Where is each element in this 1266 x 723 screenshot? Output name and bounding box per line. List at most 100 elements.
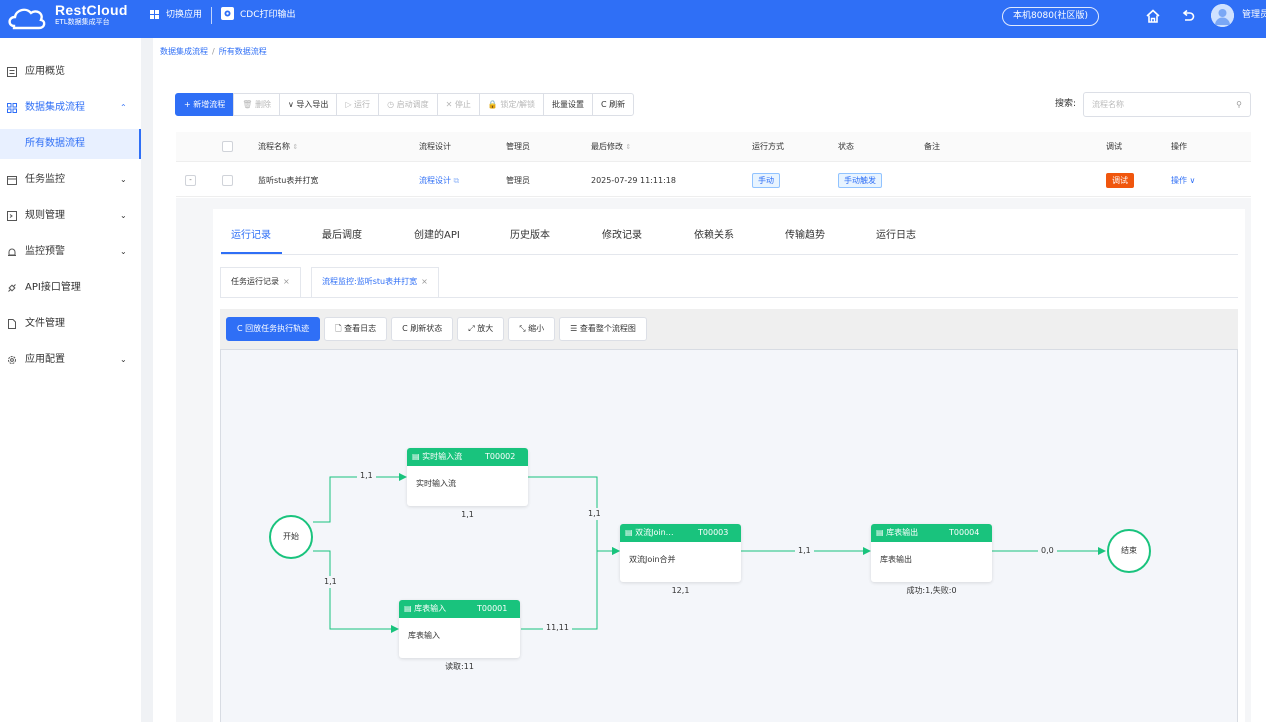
edge-label: 1,1 [321,576,340,588]
sidebar-item-files[interactable]: 文件管理 [0,309,141,339]
view-log-button[interactable]: 🗋 查看日志 [324,317,388,341]
sidebar-item-overview[interactable]: 应用概览 [0,57,141,87]
tab-run-records[interactable]: 运行记录 [231,230,271,241]
tab-last-schedule[interactable]: 最后调度 [322,230,362,241]
search-icon[interactable]: ⚲ [1236,100,1242,109]
chevron-down-icon: ⌄ [120,175,127,184]
breadcrumb-current: 所有数据流程 [218,47,267,56]
apps-grid-icon[interactable] [150,10,159,19]
tab-flow-monitor[interactable]: 流程监控:监听stu表并打宽× [311,267,439,297]
sidebar-item-label: 文件管理 [25,318,65,329]
app-icon [221,7,234,20]
breadcrumb: 数据集成流程/所有数据流程 [160,46,267,58]
sidebar-item-task-monitor[interactable]: 任务监控 ⌄ [0,165,141,195]
logo-subtitle: ETL数据集成平台 [55,18,110,26]
flow-admin: 管理员 [506,176,530,185]
tab-dependencies[interactable]: 依赖关系 [694,230,734,241]
refresh-status-button[interactable]: C 刷新状态 [391,317,454,341]
current-app-name[interactable]: CDC打印输出 [240,10,296,20]
chevron-up-icon: ⌃ [120,103,127,112]
column-remark: 备注 [924,142,940,151]
tab-transfer-trend[interactable]: 传输趋势 [785,230,825,241]
batch-settings-button[interactable]: 批量设置 [543,93,594,116]
chevron-down-icon: ⌄ [120,247,127,256]
select-all-checkbox[interactable] [222,141,233,152]
tab-change-log[interactable]: 修改记录 [602,230,642,241]
flow-design-link[interactable]: 流程设计 ⧉ [419,176,460,185]
tab-created-api[interactable]: 创建的API [414,230,460,241]
close-icon[interactable]: × [283,277,290,286]
column-ops: 操作 [1171,142,1187,151]
refresh-button[interactable]: C 刷新 [592,93,635,116]
lock-unlock-button[interactable]: 🔒 锁定/解锁 [478,93,545,116]
tab-history-versions[interactable]: 历史版本 [510,230,550,241]
run-button[interactable]: ▷ 运行 [336,93,380,116]
column-name[interactable]: 流程名称 ⇕ [258,142,299,151]
node-stats: 读取:11 [445,662,474,671]
view-whole-flow-button[interactable]: ☰ 查看整个流程图 [559,317,647,341]
user-menu[interactable]: 管理员 ▾ [1242,10,1266,20]
sidebar-item-label: 应用配置 [25,354,65,365]
overview-icon [7,67,17,77]
tab-run-log[interactable]: 运行日志 [876,230,916,241]
sidebar-item-api[interactable]: API接口管理 [0,273,141,303]
bell-icon [8,248,16,256]
logo-name: RestCloud [55,2,128,18]
tab-task-run-records[interactable]: 任务运行记录× [220,267,301,297]
sidebar-item-all-flows[interactable]: 所有数据流程 [0,129,141,159]
column-debug: 调试 [1106,142,1122,151]
switch-app-button[interactable]: 切换应用 [166,10,203,20]
collapse-row-button[interactable]: - [185,175,196,186]
start-schedule-button[interactable]: ◷ 启动调度 [378,93,438,116]
node-body: 库表输入 [408,631,440,640]
column-design: 流程设计 [419,142,451,151]
zoom-in-button[interactable]: ⤢ 放大 [457,317,505,341]
tab-divider [221,254,1238,255]
home-icon[interactable] [1145,8,1161,24]
sidebar-item-label: 应用概览 [25,66,65,77]
node-body: 实时输入流 [416,479,456,488]
edge-label: 0,0 [1038,545,1057,557]
sidebar-item-rules[interactable]: 规则管理 ⌄ [0,201,141,231]
ops-dropdown[interactable]: 操作 ∨ [1171,176,1196,185]
column-modified[interactable]: 最后修改 ⇕ [591,142,632,151]
delete-button[interactable]: 🗑 删除 [233,93,280,116]
close-icon[interactable]: × [421,277,428,286]
gear-icon [8,356,16,364]
node-stats: 成功:1,失败:0 [906,586,957,595]
active-tab-indicator [221,252,282,254]
sidebar-item-alerts[interactable]: 监控预警 ⌄ [0,237,141,267]
flow-start-node[interactable]: 开始 [269,515,313,559]
search-placeholder: 流程名称 [1092,100,1124,109]
search-input[interactable]: 流程名称 ⚲ [1083,92,1251,117]
edge-start-table-input [313,550,399,633]
import-export-button[interactable]: ∨ 导入导出 [278,93,338,116]
debug-button[interactable]: 调试 [1106,173,1134,188]
flow-node-dual-stream-join[interactable]: ▤ 双流Join…T00003 双流Join合并 [620,524,741,582]
node-body: 库表输出 [880,555,912,564]
user-avatar[interactable] [1211,4,1234,27]
breadcrumb-parent[interactable]: 数据集成流程 [160,47,208,56]
replay-trace-button[interactable]: C 回放任务执行轨迹 [226,317,321,341]
flow-toolbar: + 新增流程 🗑 删除 ∨ 导入导出 ▷ 运行 ◷ 启动调度 ✕ 停止 🔒 锁定… [175,93,635,116]
divider [211,7,212,24]
chevron-down-icon: ⌄ [120,355,127,364]
stop-button[interactable]: ✕ 停止 [436,93,480,116]
add-flow-button[interactable]: + 新增流程 [175,93,235,116]
sort-icon: ⇕ [625,143,632,151]
sidebar-item-app-config[interactable]: 应用配置 ⌄ [0,345,141,375]
row-checkbox[interactable] [222,175,233,186]
flow-end-node[interactable]: 结束 [1107,529,1151,573]
flow-action-bar: C 回放任务执行轨迹 🗋 查看日志 C 刷新状态 ⤢ 放大 ⤡ 缩小 ☰ 查看整… [226,317,647,341]
sidebar-item-data-integration[interactable]: 数据集成流程 ⌃ [0,93,141,123]
sort-icon: ⇕ [292,143,299,151]
zoom-out-button[interactable]: ⤡ 缩小 [508,317,556,341]
environment-badge[interactable]: 本机8080(社区版) [1002,7,1099,26]
table-row[interactable]: - 监听stu表并打宽 流程设计 ⧉ 管理员 2025-07-29 11:11:… [176,165,1251,197]
back-icon[interactable] [1180,8,1196,24]
